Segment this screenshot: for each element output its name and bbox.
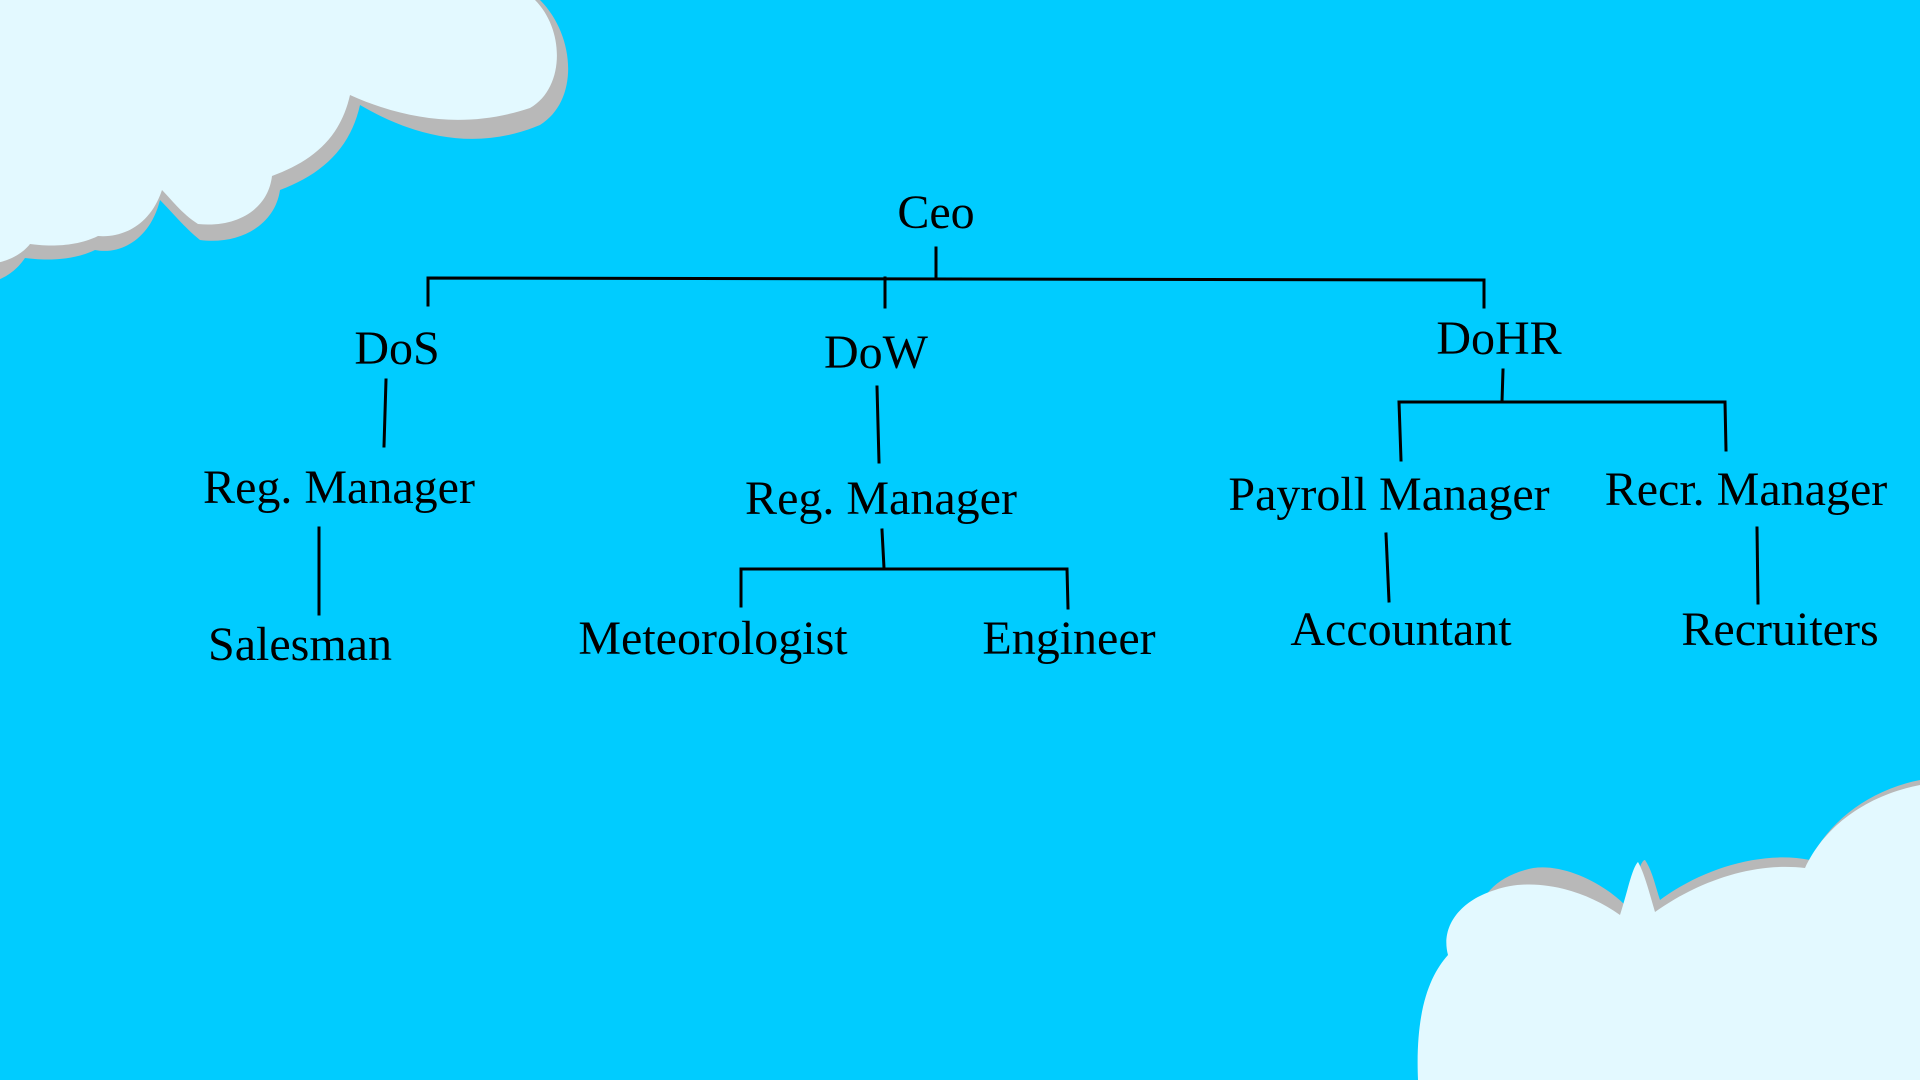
node-recruiters: Recruiters: [1681, 603, 1878, 656]
cloud-top-left-body: [0, 0, 557, 263]
node-engineer: Engineer: [982, 612, 1155, 665]
cloud-top-left: [0, 0, 569, 280]
connector-recr-recruiters: [1755, 526, 1760, 605]
connector-payroll-accountant: [1384, 532, 1391, 603]
node-salesman: Salesman: [208, 618, 392, 671]
node-dos: DoS: [354, 322, 439, 375]
node-dow-reg-manager: Reg. Manager: [745, 472, 1017, 525]
cloud-bottom-right-body: [1417, 785, 1920, 1080]
node-ceo: Ceo: [897, 186, 974, 239]
cloud-bottom-right: [1417, 780, 1920, 1080]
connector-ceo-directors: [426, 246, 1486, 309]
connector-dos-reg-manager: [382, 378, 388, 448]
connector-dohr-managers: [1397, 368, 1728, 462]
node-dos-reg-manager: Reg. Manager: [203, 461, 475, 514]
node-accountant: Accountant: [1290, 603, 1512, 656]
node-payroll-manager: Payroll Manager: [1228, 468, 1549, 521]
node-recr-manager: Recr. Manager: [1605, 463, 1888, 516]
node-meteorologist: Meteorologist: [578, 612, 848, 665]
connector-dow-reg-manager: [875, 385, 881, 464]
connector-dow-reg-manager-staff: [739, 528, 1070, 610]
connector-lines: [317, 246, 1760, 616]
node-dohr: DoHR: [1436, 312, 1561, 365]
node-dow: DoW: [824, 326, 929, 379]
